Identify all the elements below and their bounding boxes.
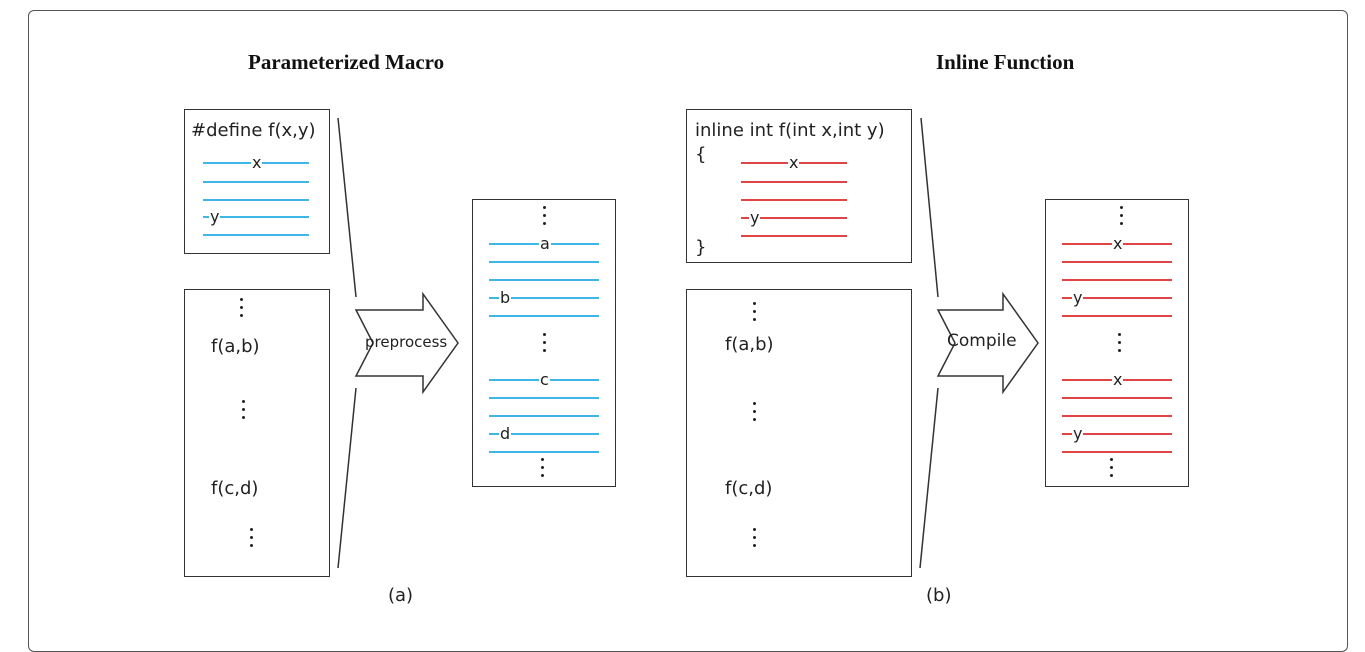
inline-result-label: y [1072, 424, 1084, 443]
inline-body-line [741, 217, 847, 219]
inline-ellipsis [753, 402, 757, 426]
macro-expanded-line [489, 279, 599, 281]
inline-result-label: y [1072, 288, 1084, 307]
macro-param-x: x [251, 153, 263, 172]
inline-body-line [741, 181, 847, 183]
macro-expanded-line [489, 451, 599, 453]
macro-body-line [203, 216, 309, 218]
inline-expanded-line [1062, 297, 1172, 299]
inline-define-box: inline int f(int x,int y) { x y } [686, 109, 912, 263]
macro-call-1: f(a,b) [211, 336, 260, 357]
compile-label: Compile [947, 331, 1017, 351]
inline-close-brace: } [695, 237, 707, 258]
preprocess-arrow [354, 291, 459, 395]
caption-a: (a) [388, 585, 414, 606]
inline-result-label: x [1112, 234, 1124, 253]
inline-call-2: f(c,d) [725, 478, 773, 499]
inline-expanded-line [1062, 261, 1172, 263]
macro-result-label: b [499, 288, 512, 307]
macro-body-line [203, 234, 309, 236]
inline-call-1: f(a,b) [725, 334, 774, 355]
inline-expanded-line [1062, 397, 1172, 399]
macro-call-2: f(c,d) [211, 478, 259, 499]
inline-expanded-line [1062, 415, 1172, 417]
macro-ellipsis [543, 333, 547, 357]
macro-body-line [203, 199, 309, 201]
macro-converge-line-top [337, 117, 357, 298]
macro-expanded-line [489, 415, 599, 417]
macro-result-label: a [539, 234, 551, 253]
inline-expanded-line [1062, 433, 1172, 435]
inline-expanded-line [1062, 315, 1172, 317]
inline-ellipsis [753, 528, 757, 552]
macro-expanded-line [489, 261, 599, 263]
inline-body-line [741, 199, 847, 201]
inline-signature: inline int f(int x,int y) [695, 120, 885, 141]
macro-param-y: y [209, 207, 221, 226]
inline-title: Inline Function [936, 50, 1075, 74]
macro-expanded-line [489, 297, 599, 299]
macro-ellipsis [541, 458, 545, 482]
inline-ellipsis [1118, 333, 1122, 357]
inline-source-box: f(a,b) f(c,d) [686, 289, 912, 577]
macro-expanded-line [489, 315, 599, 317]
compile-arrow [936, 291, 1039, 395]
inline-ellipsis [753, 302, 757, 326]
macro-body-line [203, 181, 309, 183]
macro-ellipsis [240, 298, 244, 322]
macro-ellipsis [543, 206, 547, 230]
macro-result-label: c [539, 370, 550, 389]
inline-expanded-line [1062, 451, 1172, 453]
macro-ellipsis [250, 528, 254, 552]
caption-b: (b) [926, 585, 952, 606]
inline-ellipsis [1110, 458, 1114, 482]
inline-result-box: x y x y [1045, 199, 1189, 487]
arrows-overlay [337, 117, 1039, 569]
inline-converge-line-bottom [919, 387, 939, 569]
macro-expanded-line [489, 397, 599, 399]
inline-ellipsis [1120, 206, 1124, 230]
macro-converge-line-bottom [337, 387, 357, 569]
macro-ellipsis [242, 400, 246, 424]
inline-param-y: y [749, 208, 761, 227]
inline-expanded-line [1062, 279, 1172, 281]
macro-define-box: #define f(x,y) x y [184, 109, 330, 254]
inline-param-x: x [788, 153, 800, 172]
macro-result-label: d [499, 424, 512, 443]
macro-title: Parameterized Macro [248, 50, 445, 74]
preprocess-label: preprocess [365, 333, 448, 351]
inline-converge-line-top [920, 117, 939, 298]
inline-result-label: x [1112, 370, 1124, 389]
macro-expanded-line [489, 433, 599, 435]
inline-open-brace: { [695, 144, 707, 165]
macro-define-text: #define f(x,y) [191, 120, 316, 141]
macro-source-box: f(a,b) f(c,d) [184, 289, 330, 577]
inline-body-line [741, 235, 847, 237]
macro-result-box: a b c d [472, 199, 616, 487]
